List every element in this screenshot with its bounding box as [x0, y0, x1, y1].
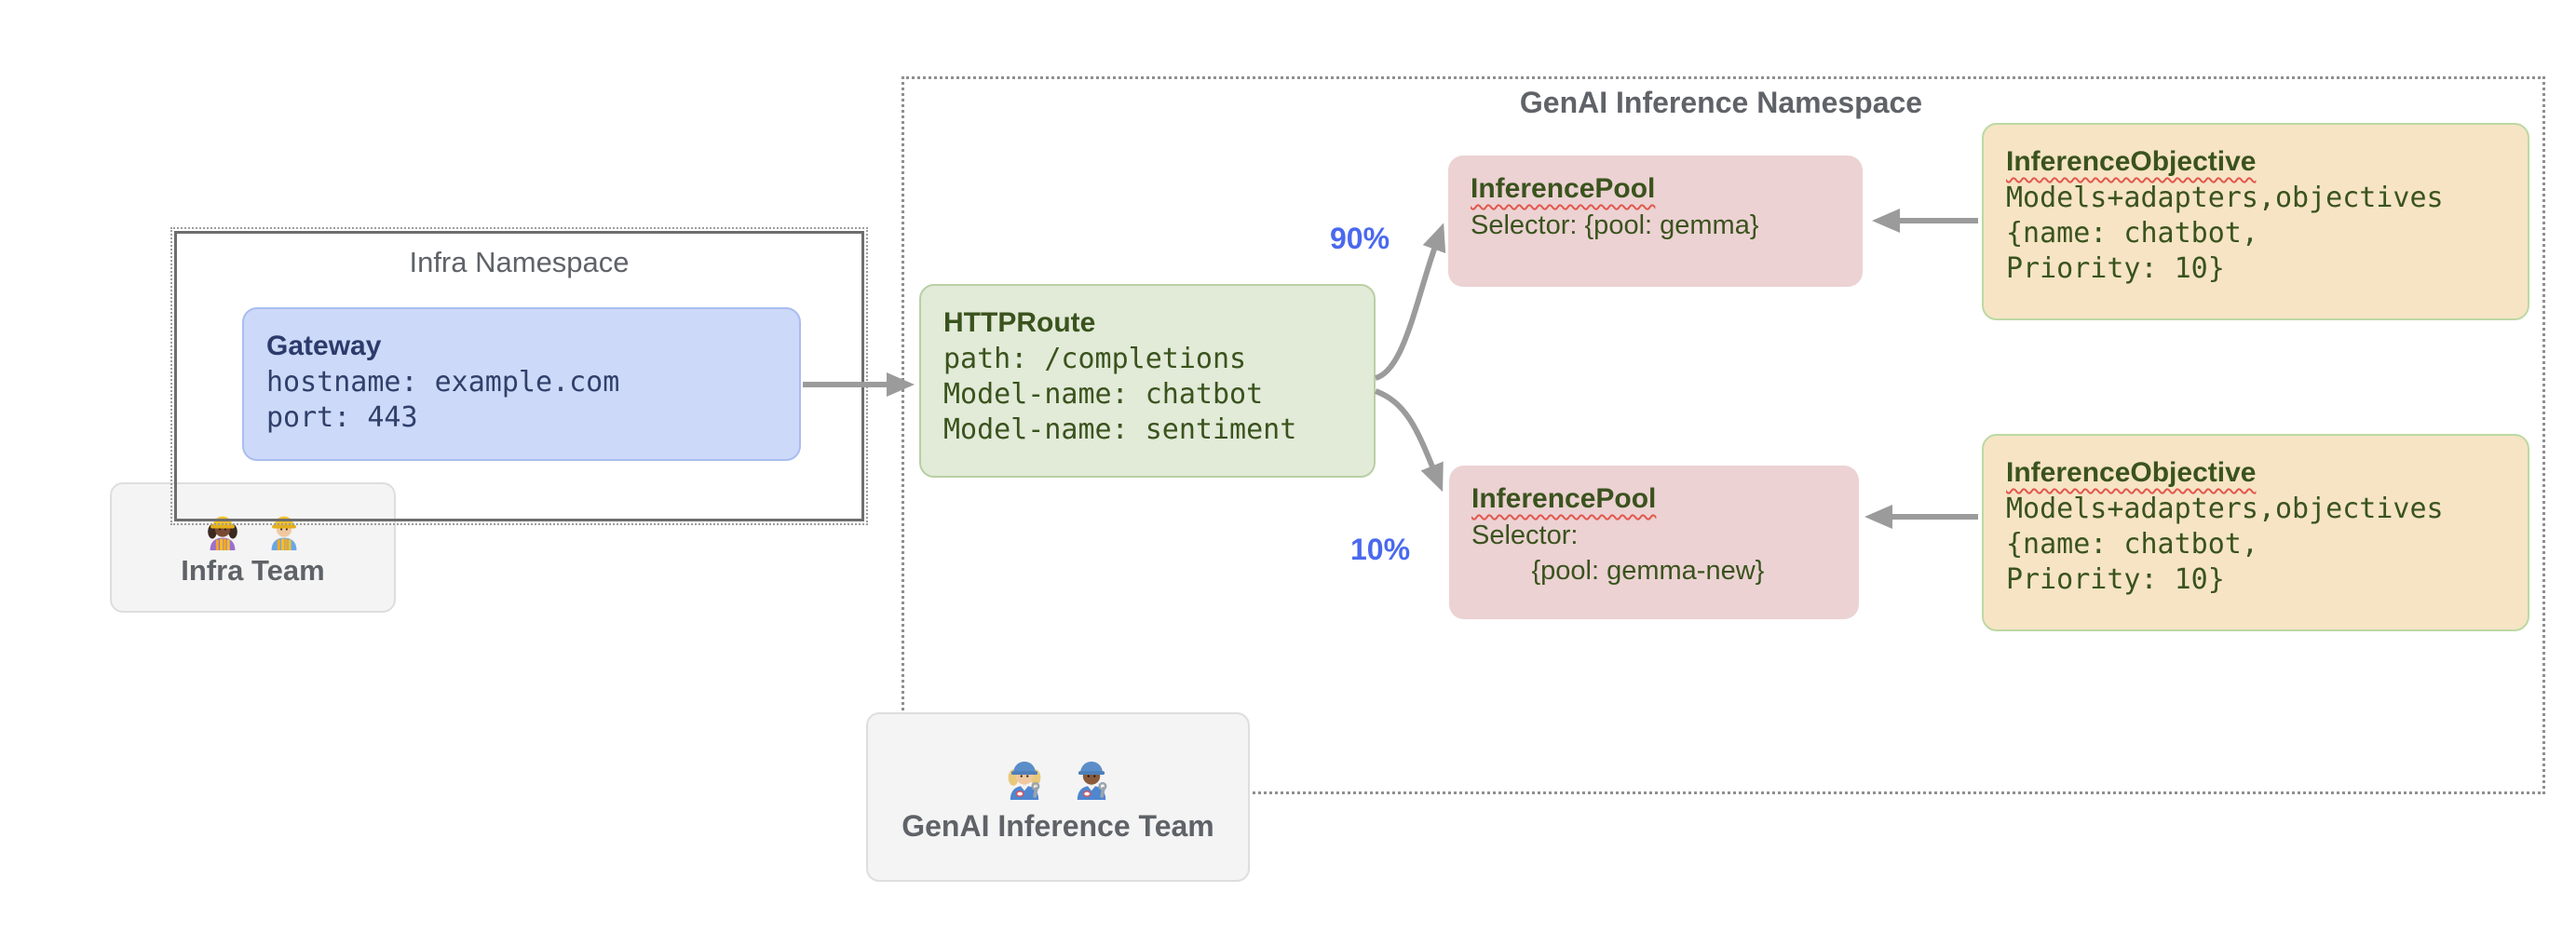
- mechanic-man-icon: [1077, 761, 1107, 800]
- infra-team-label: Infra Team: [181, 554, 325, 587]
- gateway-box: Gateway hostname: example.com port: 443: [242, 307, 801, 461]
- gateway-port-line: port: 443: [266, 401, 418, 434]
- objective-bottom-name-line: {name: chatbot,: [2006, 528, 2258, 561]
- inference-objective-bottom-box: InferenceObjective Models+adapters,objec…: [1982, 434, 2529, 631]
- genai-team-icons: [1000, 751, 1116, 800]
- httproute-model-chatbot-line: Model-name: chatbot: [943, 378, 1264, 411]
- objective-bottom-priority-line: Priority: 10}: [2006, 563, 2225, 596]
- genai-namespace-title: GenAI Inference Namespace: [1519, 86, 1923, 119]
- inference-objective-top-title: InferenceObjective: [2006, 146, 2257, 177]
- httproute-model-sentiment-line: Model-name: sentiment: [943, 413, 1297, 446]
- gateway-hostname-line: hostname: example.com: [266, 366, 620, 399]
- inference-pool-gemma-new-title: InferencePool: [1471, 483, 1657, 514]
- objective-top-name-line: {name: chatbot,: [2006, 217, 2258, 250]
- inference-pool-gemma-selector-line: Selector: {pool: gemma}: [1471, 210, 1759, 240]
- objective-bottom-models-line: Models+adapters,objectives: [2006, 493, 2444, 525]
- mechanic-woman-icon: [1008, 761, 1041, 800]
- traffic-split-90-label: 90%: [1330, 222, 1390, 255]
- infra-namespace-title: Infra Namespace: [409, 246, 630, 278]
- inference-objective-top-box: InferenceObjective Models+adapters,objec…: [1982, 123, 2529, 320]
- infra-team-card: Infra Team: [110, 482, 396, 613]
- httproute-title: HTTPRoute: [943, 307, 1096, 338]
- genai-team-label: GenAI Inference Team: [902, 808, 1214, 843]
- httproute-path-line: path: /completions: [943, 343, 1247, 375]
- inference-pool-gemma-title: InferencePool: [1471, 173, 1656, 204]
- httproute-box: HTTPRoute path: /completions Model-name:…: [919, 284, 1376, 478]
- traffic-split-10-label: 10%: [1350, 533, 1411, 566]
- inference-pool-gemma-box: InferencePool Selector: {pool: gemma}: [1448, 156, 1863, 287]
- objective-top-models-line: Models+adapters,objectives: [2006, 182, 2444, 214]
- objective-top-priority-line: Priority: 10}: [2006, 252, 2225, 285]
- inference-objective-bottom-title: InferenceObjective: [2006, 457, 2257, 488]
- genai-team-card: GenAI Inference Team: [866, 712, 1250, 882]
- inference-pool-gemma-new-value-line: {pool: gemma-new}: [1471, 556, 1765, 586]
- inference-pool-gemma-new-selector-line: Selector:: [1471, 521, 1579, 550]
- gateway-title: Gateway: [266, 331, 382, 361]
- infra-namespace-box: [170, 227, 868, 525]
- inference-pool-gemma-new-box: InferencePool Selector: {pool: gemma-new…: [1449, 466, 1859, 619]
- genai-namespace-box: [902, 76, 2545, 794]
